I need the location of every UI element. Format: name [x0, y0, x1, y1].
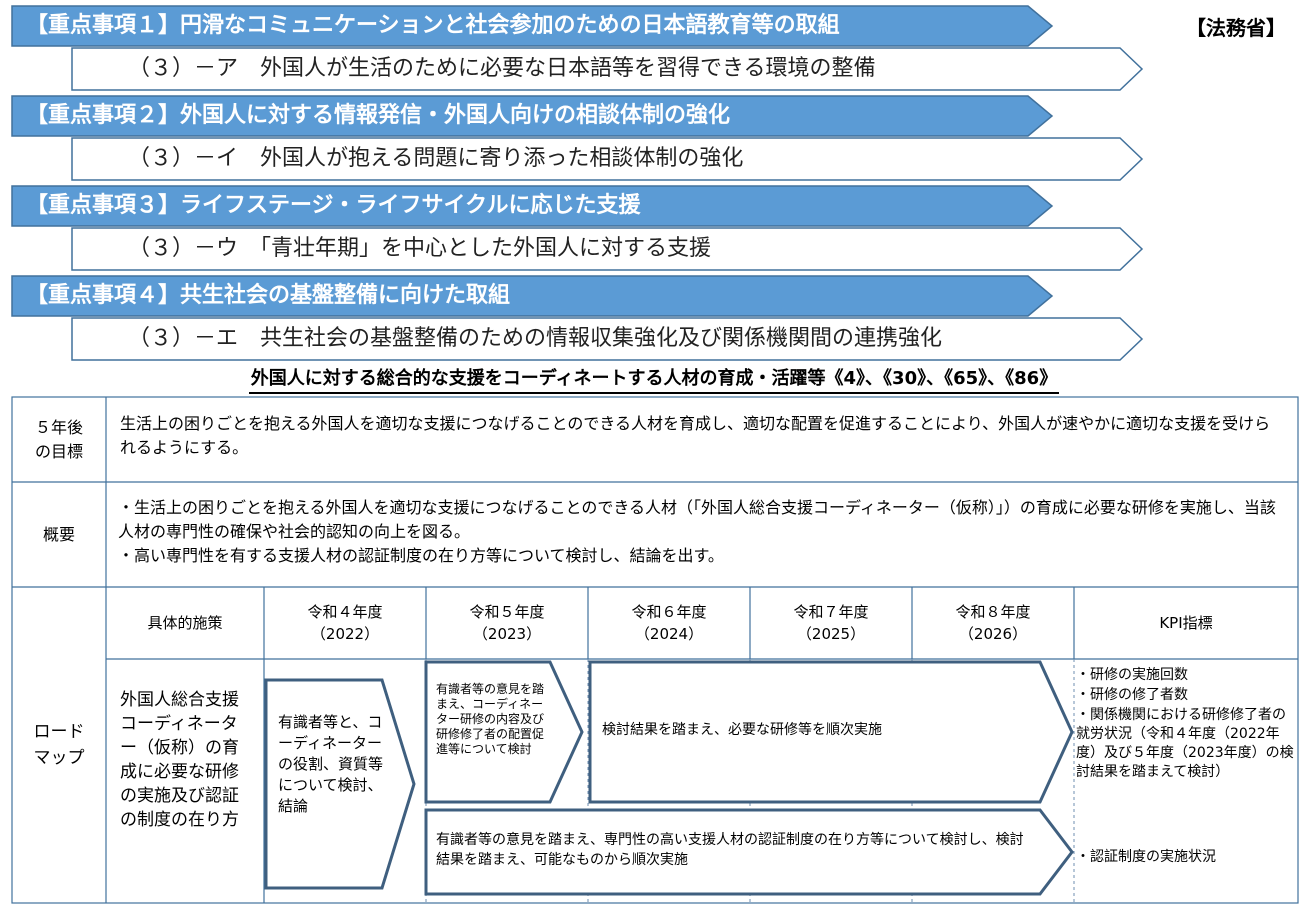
- summary-label: 概要: [42, 524, 75, 544]
- table-grid: [11, 396, 1299, 904]
- summary-text: ・生活上の困りごとを抱える外国人を適切な支援につなげることのできる人材（「外国人…: [118, 496, 1284, 568]
- priority-4-item: （３）－エ 共生社会の基盤整備のための情報収集強化及び関係機関間の連携強化: [128, 326, 943, 351]
- roadmap-label-line2: マップ: [33, 748, 85, 768]
- priority-3-banner: [11, 185, 1054, 227]
- col-year-era: 令和６年度: [631, 603, 707, 621]
- priority-2: 【重点事項２】外国人に対する情報発信・外国人向けの相談体制の強化: [12, 94, 1042, 138]
- priority-4-item-arrow: [71, 317, 1144, 361]
- step3-text: 検討結果を踏まえ、必要な研修等を順次実施: [602, 722, 882, 738]
- goal-text: 生活上の困りごとを抱える外国人を適切な支援につなげることのできる人材を育成し、適…: [120, 414, 1271, 457]
- priority-2-title: 【重点事項２】外国人に対する情報発信・外国人向けの相談体制の強化: [26, 103, 731, 128]
- col-kpi: KPI指標: [1159, 614, 1213, 632]
- col-year-2022: 令和４年度 （2022）: [264, 587, 426, 659]
- section-title: 外国人に対する総合的な支援をコーディネートする人材の育成・活躍等《4》、《30》…: [248, 366, 1060, 394]
- priority-1-title: 【重点事項１】円滑なコミュニケーションと社会参加のための日本語教育等の取組: [26, 13, 840, 38]
- col-year-era: 令和４年度: [307, 603, 383, 621]
- step3-arrow: [588, 660, 1074, 804]
- priority-3-item: （３）－ウ 「青壮年期」を中心とした外国人に対する支援: [128, 236, 712, 261]
- step1-text: 有識者等と、コーディネーターの役割、資質等について検討、結論: [278, 713, 384, 815]
- goal-label: ５年後 の目標: [12, 397, 106, 482]
- kpi-item-3: ・関係機関における研修修了者の就労状況（令和４年度（2022年度）及び５年度（2…: [1076, 707, 1294, 780]
- kpi-item-4: ・認証制度の実施状況: [1076, 849, 1216, 865]
- step4-arrow: [424, 808, 1074, 896]
- col-year-2023: 令和５年度 （2023）: [426, 587, 588, 659]
- col-measure: 具体的施策: [147, 614, 223, 632]
- col-year-value: （2024）: [634, 625, 704, 643]
- col-year-value: （2023）: [472, 625, 542, 643]
- roadmap-label-line1: ロード: [33, 722, 85, 742]
- col-year-era: 令和８年度: [955, 603, 1031, 621]
- kpi-item-2: ・研修の修了者数: [1076, 687, 1188, 703]
- step4-text: 有識者等の意見を踏まえ、専門性の高い支援人材の認証制度の在り方等について検討し、…: [436, 832, 1024, 868]
- col-year-2025: 令和７年度 （2025）: [750, 587, 912, 659]
- col-year-value: （2025）: [796, 625, 866, 643]
- summary-line2: ・高い専門性を有する支援人材の認証制度の在り方等について検討し、結論を出す。: [118, 546, 724, 565]
- priority-2-item-arrow: [71, 137, 1144, 181]
- col-year-era: 令和７年度: [793, 603, 869, 621]
- step1-arrow: [264, 678, 416, 890]
- priority-3-title: 【重点事項３】ライフステージ・ライフサイクルに応じた支援: [26, 193, 641, 218]
- priority-4: 【重点事項４】共生社会の基盤整備に向けた取組: [12, 274, 1042, 318]
- priority-1: 【重点事項１】円滑なコミュニケーションと社会参加のための日本語教育等の取組: [12, 4, 1042, 48]
- goal-label-line1: ５年後: [34, 417, 83, 437]
- col-year-2026: 令和８年度 （2026）: [912, 587, 1074, 659]
- priority-2-banner: [11, 95, 1054, 137]
- col-year-value: （2026）: [958, 625, 1028, 643]
- priority-2-item: （３）－イ 外国人が抱える問題に寄り添った相談体制の強化: [128, 146, 744, 171]
- col-year-2024: 令和６年度 （2024）: [588, 587, 750, 659]
- step2-text: 有識者等の意見を踏まえ、コーディネーター研修の内容及び研修修了者の配置促進等につ…: [436, 682, 545, 756]
- roadmap-label: ロード マップ: [12, 587, 106, 903]
- summary-line1: ・生活上の困りごとを抱える外国人を適切な支援につなげることのできる人材（「外国人…: [118, 498, 1276, 541]
- goal-label-line2: の目標: [34, 441, 83, 461]
- kpi-item-1: ・研修の実施回数: [1076, 667, 1188, 683]
- roadmap-measure: 外国人総合支援コーディネーター（仮称）の育成に必要な研修の実施及び認証の制度の在…: [120, 690, 239, 830]
- priority-1-banner: [11, 5, 1054, 47]
- col-year-era: 令和５年度: [469, 603, 545, 621]
- priority-4-title: 【重点事項４】共生社会の基盤整備に向けた取組: [26, 283, 511, 308]
- priority-3-item-arrow: [71, 227, 1144, 271]
- priority-4-banner: [11, 275, 1054, 317]
- section-title-wrap: 外国人に対する総合的な支援をコーディネートする人材の育成・活躍等《4》、《30》…: [0, 366, 1308, 394]
- priority-1-item: （３）－ア 外国人が生活のために必要な日本語等を習得できる環境の整備: [128, 56, 876, 81]
- ministry-label: 【法務省】: [1186, 16, 1286, 40]
- step2-arrow: [424, 660, 584, 804]
- priority-1-item-arrow: [71, 47, 1144, 91]
- col-year-value: （2022）: [310, 625, 380, 643]
- priority-3: 【重点事項３】ライフステージ・ライフサイクルに応じた支援: [12, 184, 1042, 228]
